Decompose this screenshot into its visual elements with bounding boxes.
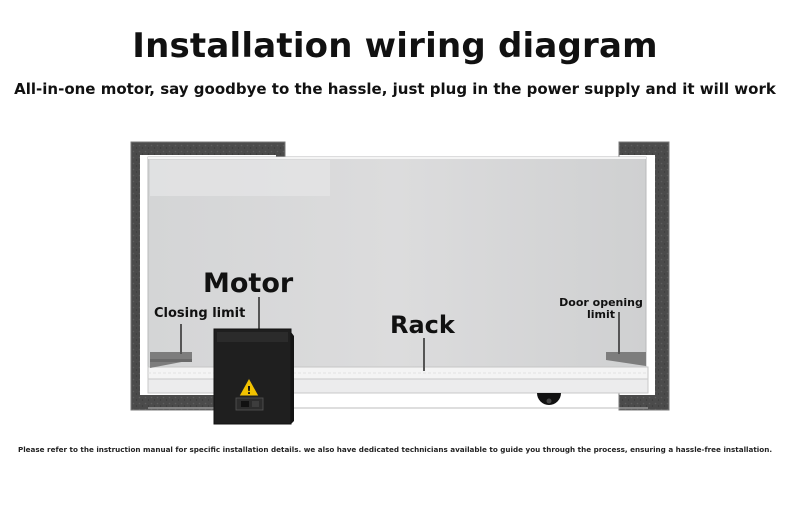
gate-wheel	[537, 393, 561, 405]
closing-limit-bracket	[150, 324, 192, 368]
closing-limit-label: Closing limit	[154, 306, 246, 321]
motor-unit: !	[213, 297, 294, 425]
rack-label: Rack	[390, 311, 455, 339]
door-opening-limit-label: Door opening limit	[559, 296, 643, 321]
page-subtitle: All-in-one motor, say goodbye to the has…	[14, 80, 776, 98]
warning-icon: !	[238, 376, 260, 397]
svg-text:!: !	[246, 384, 251, 397]
page-title: Installation wiring diagram	[132, 26, 658, 66]
motor-label: Motor	[203, 268, 294, 299]
door-opening-limit-bracket	[606, 312, 646, 366]
footer-note: Please refer to the instruction manual f…	[17, 445, 773, 454]
